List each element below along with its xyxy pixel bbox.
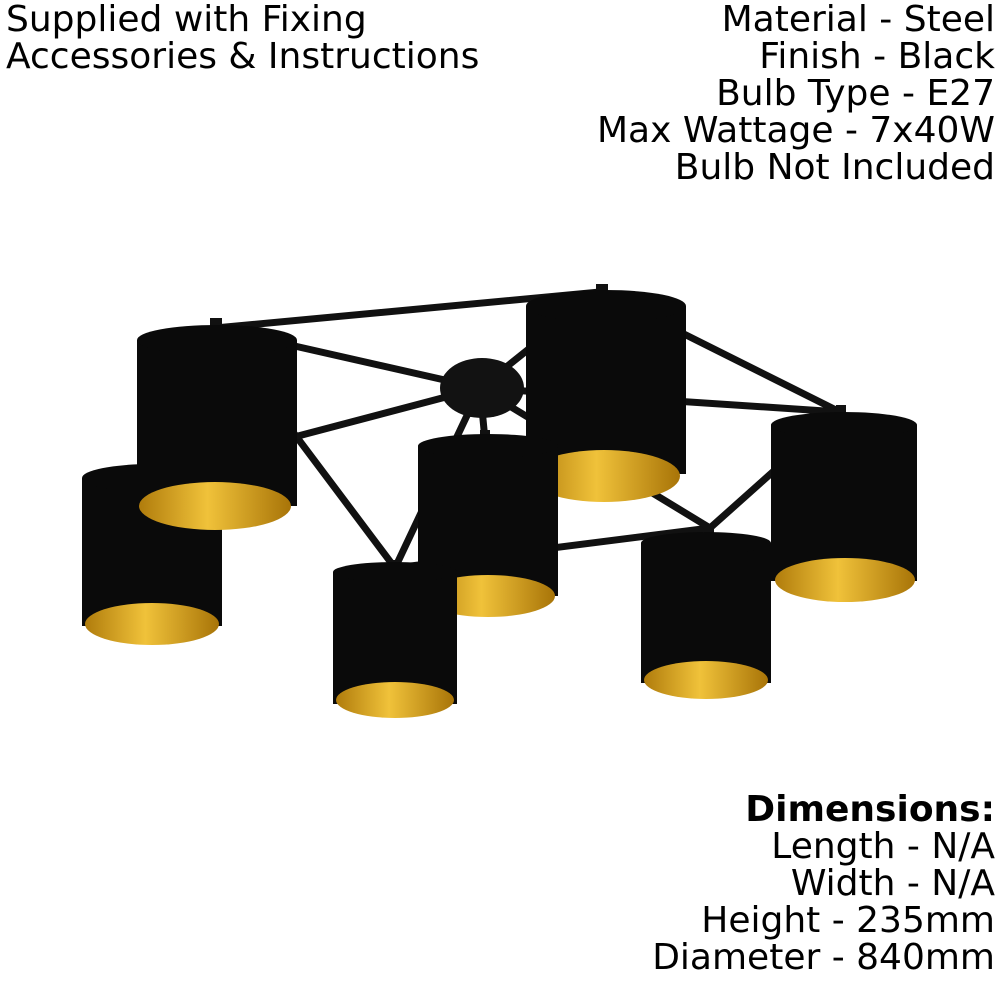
dimension-width: Width - N/A — [790, 863, 995, 904]
dimensions-list: Dimensions: Length - N/A Width - N/A Hei… — [652, 791, 995, 976]
spec-bulb-note: Bulb Not Included — [674, 147, 995, 188]
fixing-info-line-2: Accessories & Instructions — [6, 36, 480, 77]
lamp-shade-back-right — [526, 284, 686, 502]
spec-finish: Finish - Black — [759, 36, 995, 77]
dimension-diameter: Diameter - 840mm — [652, 937, 995, 978]
lamp-shade-front-left — [333, 560, 457, 718]
spec-list: Material - Steel Finish - Black Bulb Typ… — [597, 1, 995, 186]
lamp-shade-front-right — [641, 527, 771, 699]
fixing-info-line-1: Supplied with Fixing — [6, 0, 367, 40]
spec-material: Material - Steel — [721, 0, 995, 40]
ceiling-light-product-image — [82, 284, 917, 718]
fixing-info: Supplied with Fixing Accessories & Instr… — [6, 1, 479, 75]
lamp-shade-back-left — [137, 318, 297, 530]
spec-bulb-type: Bulb Type - E27 — [716, 73, 995, 114]
dimension-length: Length - N/A — [771, 826, 995, 867]
dimension-height: Height - 235mm — [701, 900, 995, 941]
lamp-shade-far-right — [771, 405, 917, 602]
spec-max-wattage: Max Wattage - 7x40W — [596, 110, 995, 151]
ceiling-canopy — [440, 358, 524, 418]
dimensions-heading: Dimensions: — [745, 789, 995, 830]
